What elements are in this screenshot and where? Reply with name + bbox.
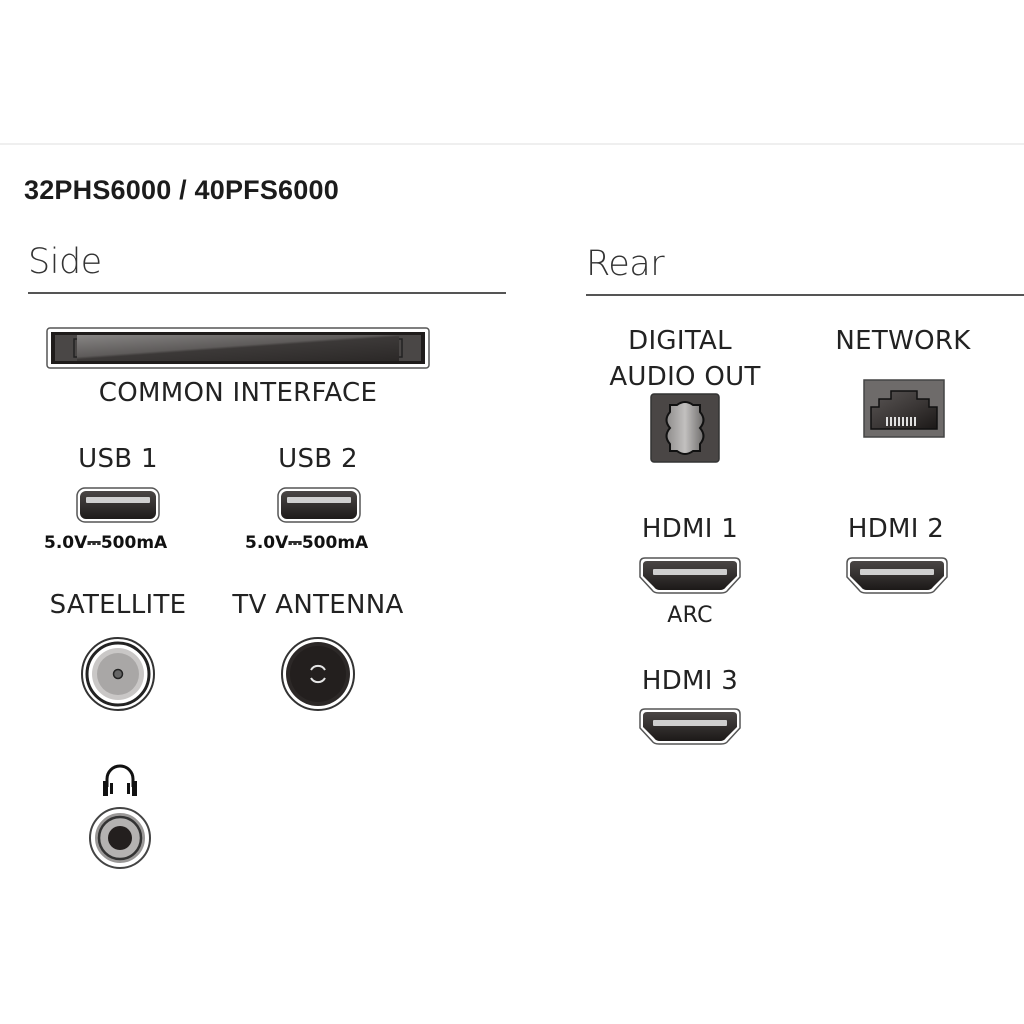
satellite-connector-icon: [81, 637, 155, 711]
satellite-label: SATELLITE: [49, 590, 187, 620]
common-interface-label: COMMON INTERFACE: [98, 378, 378, 408]
side-rule: [28, 292, 506, 294]
side-heading: Side: [28, 242, 102, 282]
usb-port-icon: [277, 487, 361, 523]
ci-slot-icon: [46, 327, 430, 369]
hdmi2-label: HDMI 2: [847, 514, 945, 544]
hdmi1-arc-label: ARC: [667, 603, 713, 628]
tv-antenna-label: TV ANTENNA: [232, 590, 404, 620]
usb-port-icon: [76, 487, 160, 523]
hdmi-port-icon: [639, 708, 741, 745]
model-title: 32PHS6000 / 40PFS6000: [24, 175, 339, 205]
hdmi-port-icon: [846, 557, 948, 594]
digital-audio-out-label-line1: DIGITAL: [628, 326, 732, 356]
top-divider: [0, 143, 1024, 145]
ethernet-port-icon: [863, 379, 945, 438]
headphones-icon: [103, 764, 137, 796]
optical-port-icon: [650, 393, 720, 463]
rear-rule: [586, 294, 1024, 296]
usb1-spec: 5.0V⎓500mA: [44, 533, 168, 553]
rear-heading: Rear: [586, 244, 665, 284]
network-label: NETWORK: [835, 326, 971, 356]
hdmi-port-icon: [639, 557, 741, 594]
headphone-jack-icon: [89, 807, 151, 869]
usb2-label: USB 2: [278, 444, 358, 474]
hdmi1-label: HDMI 1: [641, 514, 739, 544]
antenna-connector-icon: [281, 637, 355, 711]
usb1-label: USB 1: [78, 444, 158, 474]
usb2-spec: 5.0V⎓500mA: [245, 533, 369, 553]
digital-audio-out-label-line2: AUDIO OUT: [609, 362, 761, 392]
hdmi3-label: HDMI 3: [641, 666, 739, 696]
